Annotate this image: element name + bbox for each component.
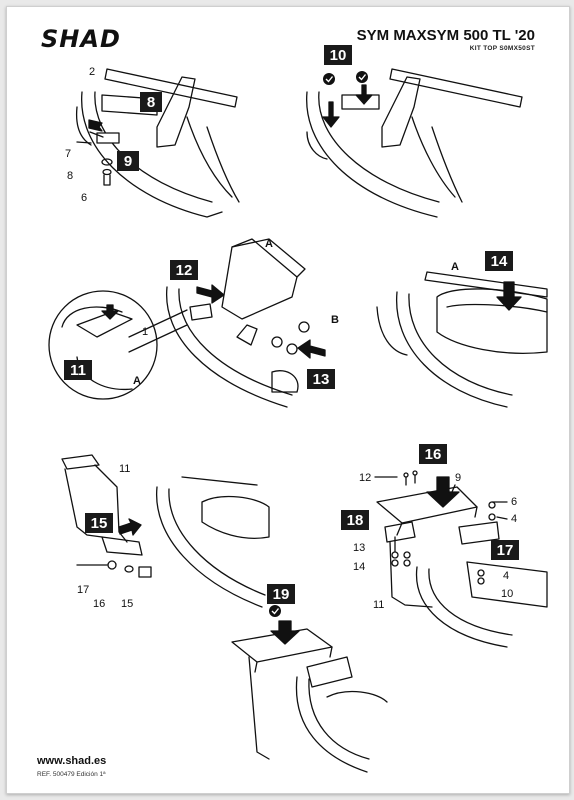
check-marks	[269, 71, 368, 617]
part-label: 10	[501, 588, 513, 600]
panel-7	[231, 620, 388, 773]
step-box-15	[85, 513, 113, 533]
step-box-9	[117, 151, 139, 171]
step-14-label: 14	[491, 253, 508, 270]
part-label: 16	[93, 598, 105, 610]
part-label: 14	[353, 561, 365, 573]
step-17-label: 17	[497, 542, 514, 559]
part-label: 4	[511, 513, 517, 525]
panel-4	[376, 271, 548, 408]
step-box-8	[140, 92, 162, 112]
step-box-19	[267, 584, 295, 604]
part-label: A	[451, 261, 459, 273]
step-10-label: 10	[330, 47, 347, 64]
part-label: 1	[142, 326, 148, 338]
part-label: 7	[65, 148, 71, 160]
step-18-label: 18	[347, 512, 364, 529]
step-8-label: 8	[147, 94, 155, 111]
shad-logo: SHAD	[41, 25, 121, 53]
part-label: 15	[121, 598, 133, 610]
part-label: B	[331, 314, 339, 326]
part-label: 9	[455, 472, 461, 484]
panel-5	[61, 454, 270, 608]
part-label: 4	[503, 570, 509, 582]
step-box-14	[485, 251, 513, 271]
part-label: 11	[373, 599, 384, 611]
step-16-label: 16	[425, 446, 442, 463]
step-9-label: 9	[124, 153, 132, 170]
part-label: 2	[89, 66, 95, 78]
page-title: SYM MAXSYM 500 TL '20	[356, 27, 535, 44]
check-icon	[269, 605, 281, 617]
step-box-18	[341, 510, 369, 530]
part-label: 17	[77, 584, 89, 596]
part-label: 8	[67, 170, 73, 182]
step-13-label: 13	[313, 371, 330, 388]
step-11-label: 11	[70, 362, 86, 379]
step-box-16	[419, 444, 447, 464]
step-19-label: 19	[273, 586, 290, 603]
instruction-sheet: SHAD SYM MAXSYM 500 TL '20 KIT TOP S0MX5…	[6, 6, 570, 794]
part-label: 12	[359, 472, 371, 484]
step-12-label: 12	[176, 262, 193, 279]
part-label: 13	[353, 542, 365, 554]
step-15-label: 15	[91, 515, 108, 532]
panel-2	[306, 68, 523, 218]
part-label: 6	[81, 192, 87, 204]
part-label: 11	[119, 463, 130, 475]
part-label: A	[133, 375, 141, 387]
step-box-13	[307, 369, 335, 389]
part-label: A	[265, 238, 273, 250]
assembly-diagram: 8 9 10 12 11 13 14 15 16 18 17 19	[48, 45, 548, 773]
website-link[interactable]: www.shad.es	[37, 755, 107, 767]
part-label: 6	[511, 496, 517, 508]
step-box-17	[491, 540, 519, 560]
panel-6	[374, 470, 548, 648]
panel-1	[75, 68, 240, 218]
reference-code: REF. 500479 Edición 1ª	[37, 771, 106, 778]
step-box-11	[64, 360, 92, 380]
check-icon	[356, 71, 368, 83]
step-boxes: 8 9 10 12 11 13 14 15 16 18 17 19	[64, 45, 519, 604]
step-box-10	[324, 45, 352, 65]
step-box-12	[170, 260, 198, 280]
kit-code: KIT TOP S0MX50ST	[469, 45, 535, 52]
check-icon	[323, 73, 335, 85]
part-labels: 2 7 8 6 A 1 A B A 11 17 16 15 12 9 6 4 1…	[65, 66, 517, 611]
